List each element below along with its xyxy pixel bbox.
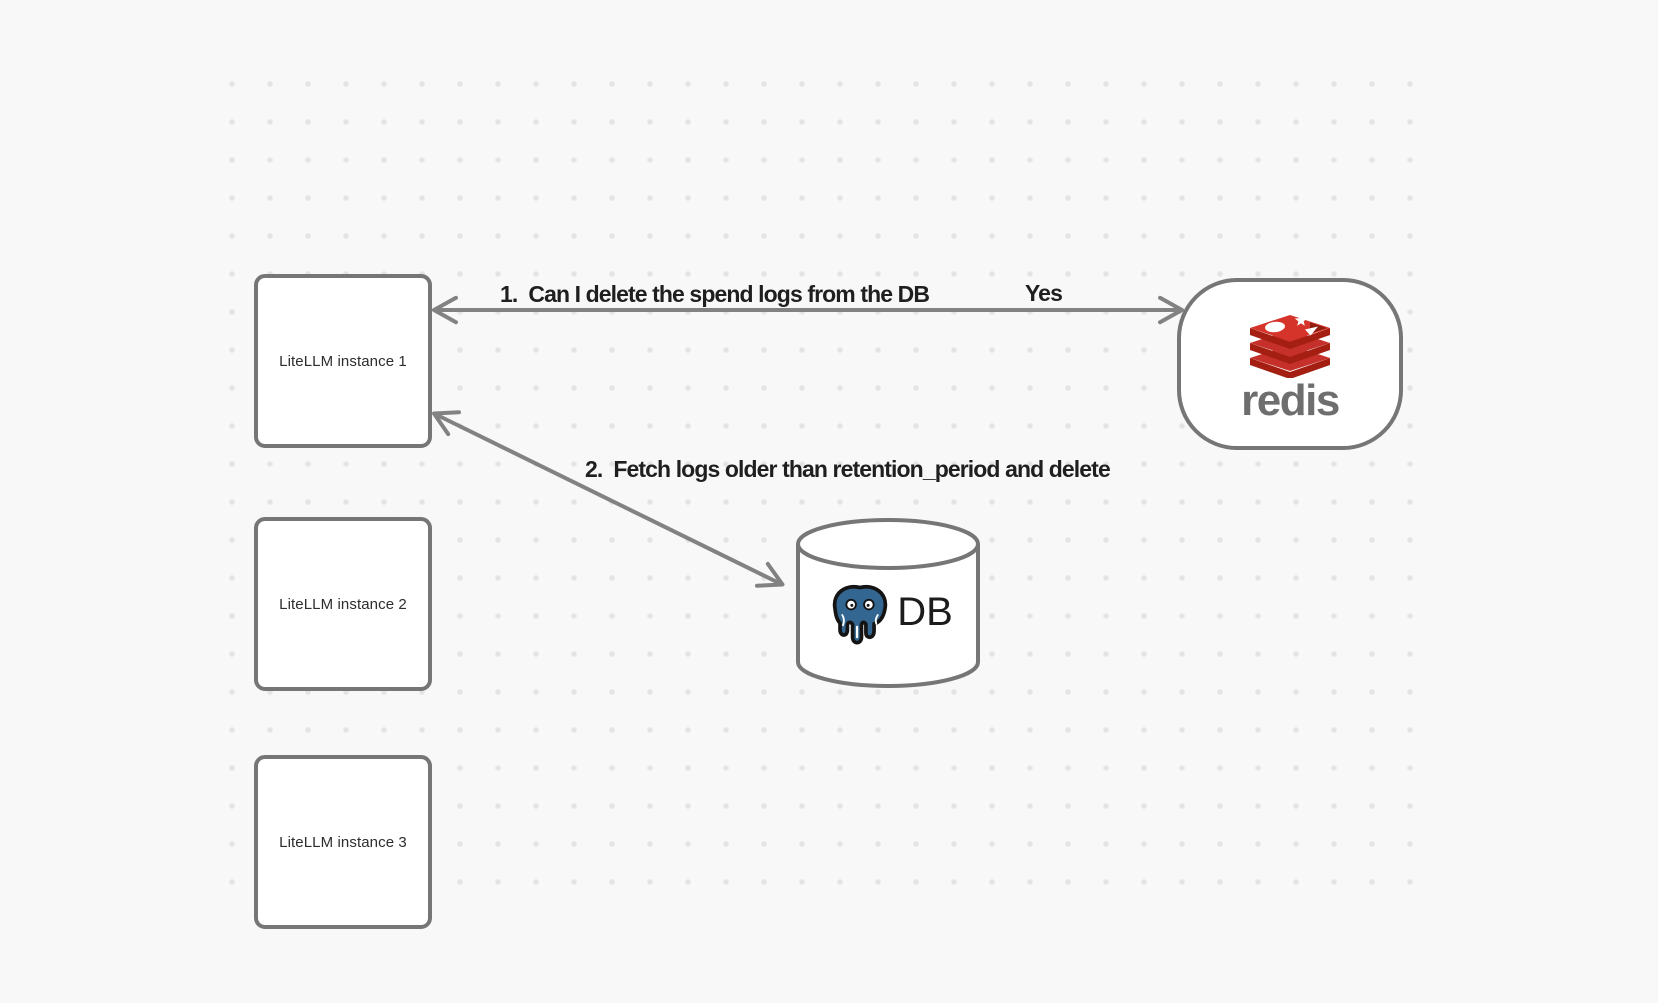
node-redis[interactable]: redis xyxy=(1177,278,1403,450)
node-litellm-instance-2[interactable]: LiteLLM instance 2 xyxy=(254,517,432,691)
postgresql-elephant-icon xyxy=(833,584,888,645)
arrow-1-label: 1. Can I delete the spend logs from the … xyxy=(500,281,930,307)
database-label: DB xyxy=(897,590,953,634)
database-cylinder-shape xyxy=(796,518,980,688)
arrow-1-response-label: Yes xyxy=(1025,280,1063,306)
redis-wordmark: redis xyxy=(1241,375,1340,425)
node-litellm-instance-3[interactable]: LiteLLM instance 3 xyxy=(254,755,432,929)
node-litellm-instance-2-label: LiteLLM instance 2 xyxy=(279,595,407,613)
node-database[interactable]: DB xyxy=(796,516,980,692)
node-litellm-instance-1-label: LiteLLM instance 1 xyxy=(279,352,407,370)
redis-logo-icon xyxy=(1250,313,1330,378)
arrow-2-label: 2. Fetch logs older than retention_perio… xyxy=(585,456,1111,482)
node-litellm-instance-1[interactable]: LiteLLM instance 1 xyxy=(254,274,432,448)
node-litellm-instance-3-label: LiteLLM instance 3 xyxy=(279,833,407,851)
